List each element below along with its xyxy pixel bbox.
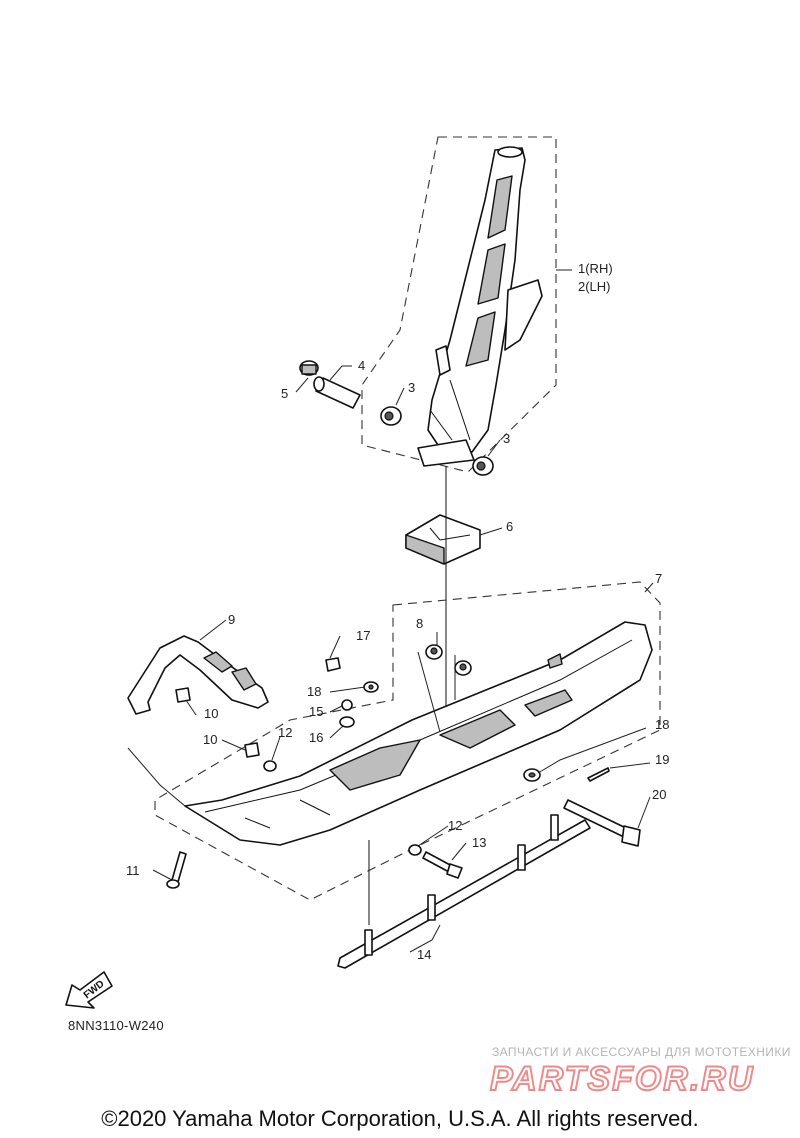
- callout-11: 11: [126, 863, 140, 878]
- copyright-notice: ©2020 Yamaha Motor Corporation, U.S.A. A…: [101, 1106, 698, 1131]
- part-11-bolt[interactable]: [166, 851, 187, 889]
- callout-12-b: 12: [448, 818, 462, 833]
- part-12-washer-b[interactable]: [408, 844, 422, 856]
- callout-10-b: 10: [203, 732, 217, 747]
- ski-spindle[interactable]: [417, 146, 543, 467]
- callout-14: 14: [417, 947, 431, 962]
- diagram-reference-code: 8NN3110-W240: [68, 1018, 164, 1033]
- part-14-runner[interactable]: [337, 814, 591, 969]
- callout-12-a: 12: [278, 725, 292, 740]
- callout-13: 13: [472, 835, 486, 850]
- part-16-washer[interactable]: [339, 716, 355, 728]
- spindle-group-outline: [361, 136, 557, 473]
- callout-19: 19: [655, 752, 669, 767]
- callout-18-b: 18: [655, 717, 669, 732]
- callout-3-b: 3: [503, 431, 510, 446]
- callout-9: 9: [228, 612, 235, 627]
- callout-1-rh: 1(RH): [578, 261, 613, 276]
- part-19-cotter-pin[interactable]: [587, 767, 610, 782]
- callout-4: 4: [358, 358, 365, 373]
- part-18-washer-b[interactable]: [523, 768, 541, 782]
- callout-2-lh: 2(LH): [578, 279, 611, 294]
- part-6-block[interactable]: [405, 514, 481, 565]
- part-8-nut-a[interactable]: [425, 644, 443, 660]
- callout-5: 5: [281, 386, 288, 401]
- callout-18-a: 18: [307, 684, 321, 699]
- callout-16: 16: [309, 730, 323, 745]
- part-3-bushing-a[interactable]: [380, 406, 402, 426]
- callout-8: 8: [416, 616, 423, 631]
- watermark-logo: PARTSFOR.RU: [490, 1060, 754, 1098]
- part-10-nut-a[interactable]: [175, 687, 191, 703]
- fwd-arrow-icon: FWD: [65, 971, 113, 1009]
- part-13-bolt[interactable]: [422, 851, 463, 879]
- callout-3-a: 3: [408, 380, 415, 395]
- ski-body[interactable]: [184, 621, 653, 846]
- part-10-nut-b[interactable]: [244, 742, 260, 758]
- part-5-cap[interactable]: [299, 360, 319, 376]
- callout-10-a: 10: [204, 706, 218, 721]
- watermark-tagline: ЗАПЧАСТИ И АКСЕССУАРЫ ДЛЯ МОТОТЕХНИКИ: [492, 1045, 791, 1059]
- leader-lines: [127, 269, 654, 953]
- callout-20: 20: [652, 787, 666, 802]
- callout-7: 7: [655, 571, 662, 586]
- part-3-bushing-b[interactable]: [472, 456, 494, 476]
- callout-6: 6: [506, 519, 513, 534]
- ski-group-outline: [154, 581, 661, 901]
- part-18-washer-a[interactable]: [363, 681, 379, 693]
- part-20-bolt[interactable]: [563, 799, 641, 847]
- part-8-nut-b[interactable]: [454, 660, 472, 676]
- part-15-collar[interactable]: [341, 699, 353, 711]
- part-12-washer-a[interactable]: [263, 760, 277, 772]
- part-17-nut[interactable]: [325, 657, 341, 672]
- callout-15: 15: [309, 704, 323, 719]
- part-4-shaft[interactable]: [313, 376, 361, 409]
- callout-17: 17: [356, 628, 370, 643]
- part-9-handle[interactable]: [127, 635, 269, 715]
